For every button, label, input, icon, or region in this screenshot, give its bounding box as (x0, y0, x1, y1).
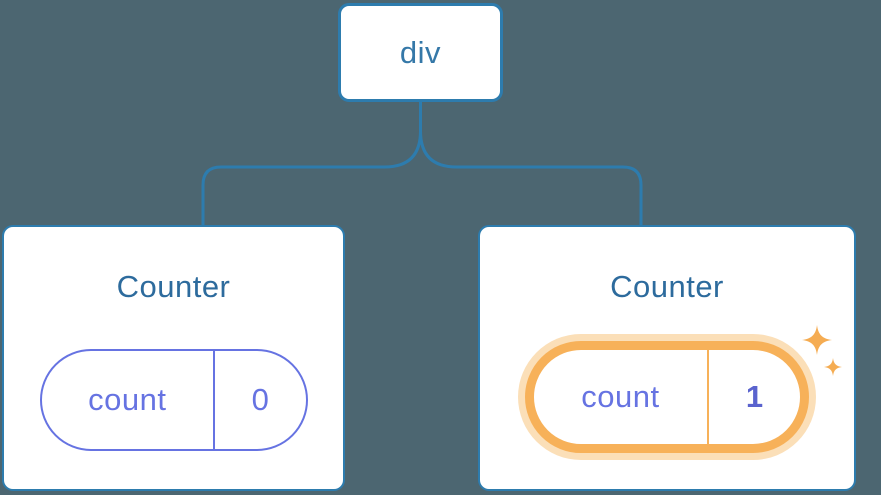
sparkle-icon-small (824, 358, 842, 376)
state-pill-right-highlighted: count 1 (525, 341, 809, 453)
counter-left-title: Counter (116, 269, 231, 304)
state-pill-left: count 0 (39, 349, 308, 451)
connector-left-branch (201, 101, 422, 226)
state-value-left: 0 (251, 382, 269, 417)
state-value-right: 1 (745, 379, 764, 414)
connector-right-branch (419, 101, 643, 226)
sparkle-icon-large (802, 325, 832, 355)
pill-divider-right (706, 350, 709, 444)
root-node-div: div (338, 3, 503, 102)
counter-card-right: Counter count 1 (478, 225, 856, 491)
state-key-left: count (88, 382, 167, 417)
state-key-right: count (581, 379, 660, 414)
counter-right-title: Counter (610, 269, 724, 304)
root-node-label: div (399, 34, 442, 70)
pill-divider-left (213, 351, 216, 449)
counter-card-left: Counter count 0 (2, 225, 345, 491)
